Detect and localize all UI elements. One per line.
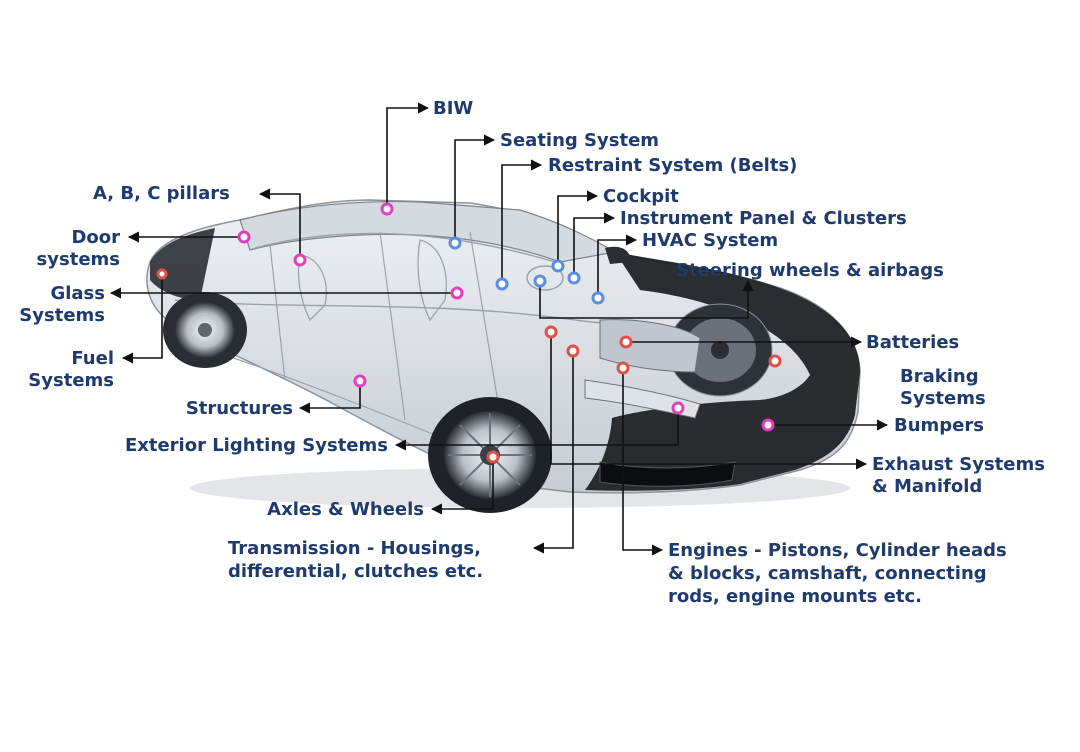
label-engines-2: & blocks, camshaft, connecting <box>668 563 987 584</box>
label-restraint: Restraint System (Belts) <box>548 155 797 176</box>
label-braking-1: Braking <box>900 366 979 387</box>
label-hvac: HVAC System <box>642 230 778 251</box>
label-lighting: Exterior Lighting Systems <box>125 435 388 456</box>
label-fuel-2: Systems <box>28 370 114 391</box>
marker-transmission <box>568 346 578 356</box>
marker-hvac <box>593 293 603 303</box>
label-exhaust-2: & Manifold <box>872 476 982 497</box>
leader-biw <box>387 108 428 208</box>
label-batteries: Batteries <box>866 332 959 353</box>
label-bumpers: Bumpers <box>894 415 984 436</box>
marker-exhaust <box>546 327 556 337</box>
marker-instrument <box>569 273 579 283</box>
label-door-1: Door <box>71 227 120 248</box>
marker-door <box>239 232 249 242</box>
label-transmission-2: differential, clutches etc. <box>228 561 483 582</box>
marker-lighting <box>673 403 683 413</box>
label-seating: Seating System <box>500 130 659 151</box>
marker-restraint <box>497 279 507 289</box>
marker-seating <box>450 238 460 248</box>
label-exhaust-1: Exhaust Systems <box>872 454 1045 475</box>
marker-batteries <box>621 337 631 347</box>
marker-biw <box>382 204 392 214</box>
label-steering: Steering wheels & airbags <box>676 260 944 281</box>
marker-fuel <box>158 270 166 278</box>
marker-glass <box>452 288 462 298</box>
marker-steering <box>535 276 545 286</box>
label-axles: Axles & Wheels <box>267 499 424 520</box>
label-door-2: systems <box>37 249 120 270</box>
marker-axles <box>488 452 498 462</box>
label-instrument: Instrument Panel & Clusters <box>620 208 907 229</box>
marker-cockpit <box>553 261 563 271</box>
label-glass-1: Glass <box>50 283 105 304</box>
label-pillars: A, B, C pillars <box>93 183 230 204</box>
marker-pillars <box>295 255 305 265</box>
label-braking-2: Systems <box>900 388 986 409</box>
label-fuel-1: Fuel <box>71 348 114 369</box>
label-engines-1: Engines - Pistons, Cylinder heads <box>668 540 1007 561</box>
rear-wheel <box>163 292 247 368</box>
marker-structures <box>355 376 365 386</box>
label-structures: Structures <box>186 398 293 419</box>
label-transmission-1: Transmission - Housings, <box>228 538 481 559</box>
marker-engines <box>618 363 628 373</box>
label-cockpit: Cockpit <box>603 186 679 207</box>
marker-braking <box>770 356 780 366</box>
marker-bumpers <box>763 420 773 430</box>
label-biw: BIW <box>433 98 473 119</box>
label-engines-3: rods, engine mounts etc. <box>668 586 922 607</box>
label-glass-2: Systems <box>19 305 105 326</box>
